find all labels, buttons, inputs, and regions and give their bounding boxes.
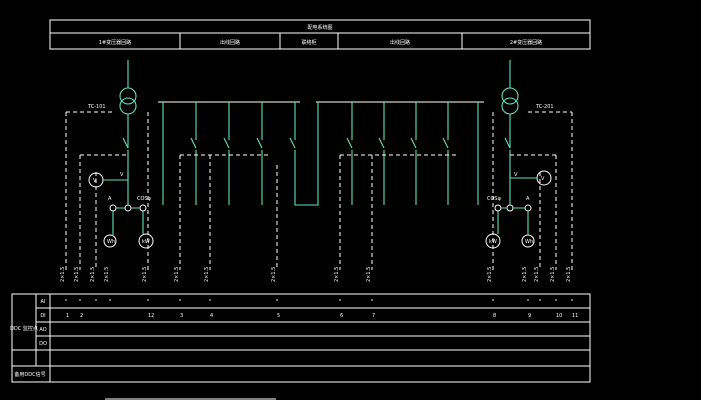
- meter-left-cos: COSφ: [137, 196, 152, 202]
- di-mark-9: 9: [528, 313, 531, 319]
- cable-label-5: 2×1.5: [142, 267, 148, 282]
- cable-label-7: 2×1.5: [204, 267, 210, 282]
- header-title: 配电系统图: [307, 24, 332, 31]
- meter-left-kwh: Wh: [107, 239, 115, 245]
- di-mark-6: 6: [340, 313, 343, 319]
- cable-terminal-10: [371, 299, 373, 301]
- cable-terminal-8: [276, 299, 278, 301]
- di-mark-10: 10: [556, 313, 562, 319]
- cable-label-3: 2×1.5: [90, 267, 96, 282]
- meter-right-kw: kW: [489, 239, 497, 245]
- ddc-row-ao: AO: [39, 327, 46, 333]
- meter-left-kw: kW: [142, 239, 150, 245]
- meter-left-volt-tag: V: [120, 172, 124, 178]
- meter-left-volt: V: [93, 178, 97, 184]
- cable-terminal-4: [109, 299, 111, 301]
- cable-label-15: 2×1.5: [566, 267, 572, 282]
- ddc-row-di: DI: [40, 313, 45, 319]
- cable-terminal-1: [65, 299, 67, 301]
- header-section-5: 2#变压器回路: [510, 39, 542, 46]
- incomer-switch-left: [122, 137, 129, 172]
- meter-right-kwh: Wh: [525, 239, 533, 245]
- meters-right: [485, 170, 552, 249]
- cable-label-8: 2×1.5: [271, 267, 277, 282]
- transformer-right: [501, 60, 519, 140]
- cable-terminal-12: [527, 299, 529, 301]
- incomer-switch-right: [504, 137, 511, 172]
- di-mark-12: 12: [148, 313, 154, 319]
- cable-label-13: 2×1.5: [534, 267, 540, 282]
- cable-label-1: 2×1.5: [60, 267, 66, 282]
- meters-left: [88, 172, 154, 249]
- control-links-left: [65, 111, 278, 270]
- header-section-2: 出线回路: [220, 39, 240, 46]
- ddc-group-label: DDC 监控点: [10, 325, 38, 332]
- cable-label-6: 2×1.5: [174, 267, 180, 282]
- cable-terminal-6: [179, 299, 181, 301]
- cable-terminal-9: [339, 299, 341, 301]
- cable-label-2: 2×1.5: [74, 267, 80, 282]
- di-mark-2: 2: [80, 313, 83, 319]
- cable-label-11: 2×1.5: [487, 267, 493, 282]
- meter-right-amp: A: [526, 196, 530, 202]
- header-section-4: 出线回路: [390, 39, 410, 46]
- header-frame: [49, 19, 591, 50]
- di-mark-7: 7: [372, 313, 375, 319]
- cable-label-4: 2×1.5: [104, 267, 110, 282]
- control-links-right: [339, 111, 573, 270]
- di-mark-4: 4: [210, 313, 213, 319]
- meter-right-volt-tag: V: [514, 172, 518, 178]
- di-mark-11: 11: [572, 313, 578, 319]
- meter-right-volt: V: [541, 176, 545, 182]
- header-section-1: 1#变压器回路: [99, 39, 131, 46]
- cable-terminal-13: [539, 299, 541, 301]
- transformer-right-label: TC-201: [535, 104, 554, 110]
- cable-terminal-14: [555, 299, 557, 301]
- cable-terminal-15: [571, 299, 573, 301]
- ddc-table: [11, 293, 591, 383]
- di-mark-1: 1: [66, 313, 69, 319]
- cable-label-9: 2×1.5: [334, 267, 340, 282]
- cable-labels: 2×1.5 2×1.5 2×1.5 2×1.5 2×1.5 2×1.5 2×1.5 2×1.5…: [60, 267, 573, 301]
- cable-label-10: 2×1.5: [366, 267, 372, 282]
- transformer-left-label: TC-101: [87, 104, 106, 110]
- di-mark-8: 8: [493, 313, 496, 319]
- ddc-row-spare: 备用DDC信号: [14, 371, 45, 378]
- cable-terminal-2: [79, 299, 81, 301]
- transformer-left: [119, 60, 137, 140]
- cable-terminal-3: [95, 299, 97, 301]
- di-mark-3: 3: [180, 313, 183, 319]
- cable-label-12: 2×1.5: [522, 267, 528, 282]
- cable-terminal-7: [209, 299, 211, 301]
- header-section-3: 联络柜: [301, 39, 316, 46]
- ddc-row-ai: AI: [41, 299, 46, 305]
- meter-left-amp: A: [108, 196, 112, 202]
- cable-label-14: 2×1.5: [550, 267, 556, 282]
- ddc-row-do: DO: [39, 341, 47, 347]
- meter-right-cos: COSφ: [487, 196, 502, 202]
- feeders-right: [346, 102, 479, 205]
- feeders-left: [162, 102, 319, 206]
- cable-terminal-5: [147, 299, 149, 301]
- cable-terminal-11: [492, 299, 494, 301]
- di-mark-5: 5: [277, 313, 280, 319]
